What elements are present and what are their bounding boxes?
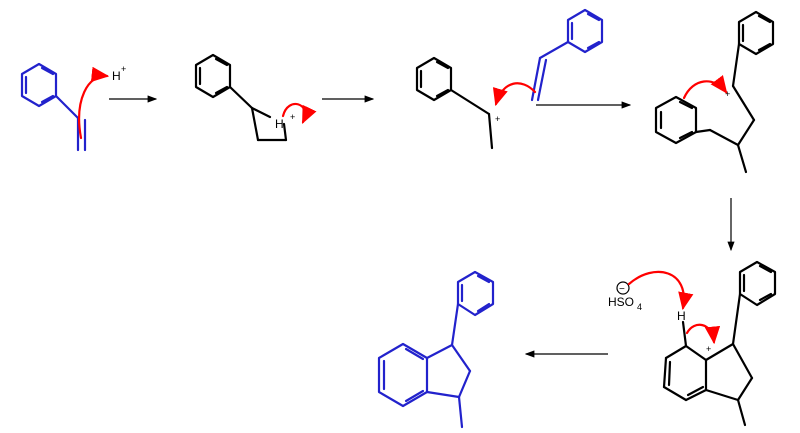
electron-arrow-1 <box>78 66 110 140</box>
bisulfate-ion: − HSO 4 <box>608 281 642 312</box>
electron-arrow-6 <box>627 270 694 311</box>
bisulfate-subscript: 4 <box>637 302 642 312</box>
hydrogen-label: H <box>677 309 686 323</box>
carbocation-charge-4: + <box>725 89 730 99</box>
benzylic-carbocation <box>415 56 494 150</box>
proton-charge: + <box>121 64 126 74</box>
electron-arrow-4 <box>682 75 728 100</box>
carbocation-charge-3: + <box>495 114 500 124</box>
electron-arrow-2 <box>281 102 317 124</box>
styrene-molecule <box>20 62 87 152</box>
proton-label: H <box>112 69 121 83</box>
hydride-label: H <box>275 117 284 131</box>
bisulfate-label: HSO <box>608 295 634 309</box>
intermediate-2 <box>194 53 288 142</box>
electron-arrow-3 <box>492 82 537 107</box>
electron-arrow-5 <box>685 323 721 345</box>
dimer-cation <box>654 10 775 174</box>
indane-product <box>377 270 495 429</box>
carbocation-charge-5: + <box>706 344 711 354</box>
cyclized-cation <box>662 260 777 427</box>
negative-charge <box>616 281 630 295</box>
negative-sign: − <box>619 284 625 295</box>
styrene-molecule-2 <box>530 8 604 102</box>
carbocation-charge-2: + <box>290 112 295 122</box>
